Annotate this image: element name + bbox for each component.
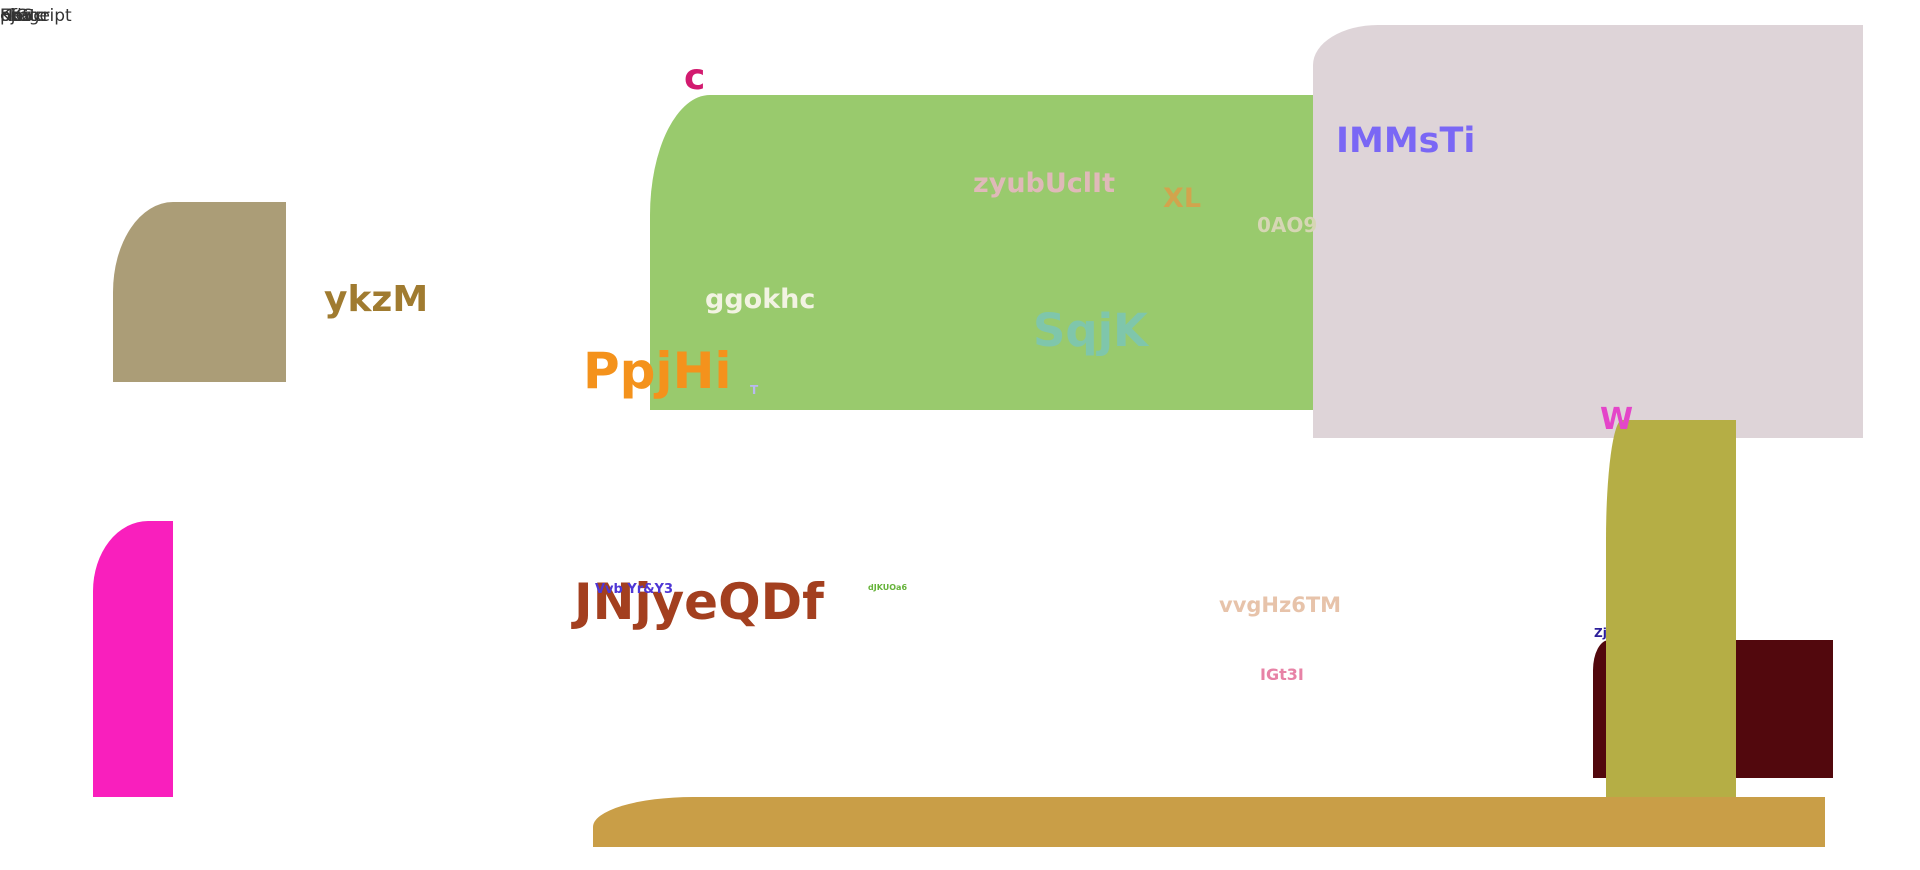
label-ppjhi: PpjHi bbox=[583, 342, 732, 400]
label-djkuoa6: dJKUOa6 bbox=[868, 583, 908, 592]
label-jnjyeqdf: JNjyeQDf bbox=[574, 573, 824, 631]
label-0ao9: 0AO9 bbox=[1257, 213, 1318, 237]
label-sqjk: SqjK bbox=[1033, 304, 1148, 357]
label-igt3i: IGt3I bbox=[1260, 665, 1304, 684]
header-text-6: oeu bbox=[0, 6, 32, 26]
label-c: c bbox=[684, 57, 706, 98]
label-zyubuclit: zyubUclIt bbox=[973, 168, 1116, 199]
label-ggokhc: ggokhc bbox=[705, 284, 816, 315]
gold-bar bbox=[593, 797, 1825, 847]
olive-column bbox=[1606, 420, 1736, 810]
label-ykzm: ykzM bbox=[324, 279, 429, 320]
tan-block bbox=[113, 202, 286, 382]
header-text-1: Kfiz bbox=[0, 6, 31, 26]
label-vvb: Vvb Yr&Y3 bbox=[595, 582, 673, 597]
pink-block bbox=[93, 521, 173, 797]
green-panel bbox=[650, 95, 1315, 410]
label-immsti: IMMsTi bbox=[1336, 121, 1476, 161]
header-text-3: Fkate bbox=[0, 6, 47, 26]
mauve-panel bbox=[1313, 25, 1863, 438]
header-text-4: aScript bbox=[12, 6, 72, 26]
label-xl: XL bbox=[1163, 183, 1202, 214]
label-w: W bbox=[1600, 402, 1634, 437]
label-zj: Zj bbox=[1594, 626, 1607, 640]
label-t: T bbox=[750, 383, 759, 397]
header-text-5: Ho bbox=[0, 6, 24, 26]
header-text-2: pjGge bbox=[0, 6, 50, 26]
label-vvghz6tm: vvgHz6TM bbox=[1219, 593, 1342, 617]
